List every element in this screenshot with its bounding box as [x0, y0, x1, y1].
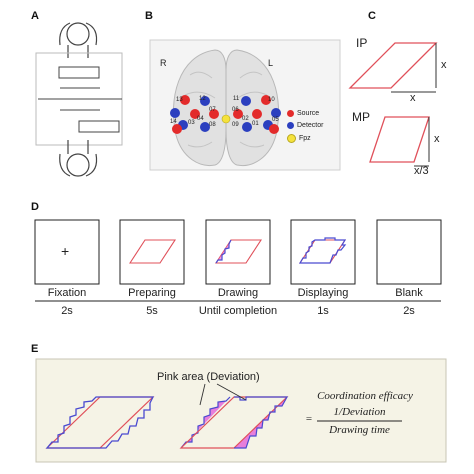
channel-label: 10: [268, 97, 275, 103]
channel-label: 06: [232, 107, 239, 113]
source-optode: [269, 124, 279, 134]
stage-duration-drawing: Until completion: [198, 305, 278, 317]
top-screen: [58, 66, 100, 79]
mp-side-label: x: [434, 133, 440, 145]
pink-area-pointer-left: [199, 383, 206, 406]
stage-name-blank: Blank: [395, 287, 423, 299]
formula-numerator: 1/Deviation: [333, 406, 386, 418]
formula-denominator: Drawing time: [329, 424, 390, 436]
drawn-shape-right: [234, 396, 289, 449]
stage-name-drawing: Drawing: [217, 287, 259, 299]
channel-label: 03: [188, 120, 195, 126]
left-hemisphere: [225, 49, 280, 167]
source-optode: [172, 124, 182, 134]
stage-duration-preparing: 5s: [146, 305, 158, 317]
fixation-cross: +: [61, 243, 70, 259]
blank-screen: [376, 219, 442, 285]
channel-label: 14: [170, 119, 177, 125]
top-participant: [59, 22, 98, 58]
stage-name-displaying: Displaying: [297, 287, 349, 299]
ideal-area-mask: [181, 397, 287, 448]
preparing-target-shape: [128, 239, 177, 264]
channel-label: 08: [209, 122, 216, 128]
channel-label: 12: [199, 96, 206, 102]
drawing-trace: [215, 239, 232, 264]
bottom-participant: [59, 140, 98, 177]
channel-label: 01: [252, 121, 259, 127]
fixation-screen: [34, 219, 100, 285]
displaying-trace: [298, 237, 347, 264]
detector-optode: [200, 96, 210, 106]
mp-label: MP: [352, 110, 370, 124]
panel-label-b: B: [145, 10, 153, 22]
preparing-screen: [119, 219, 185, 285]
ip-bottom-label: x: [410, 92, 416, 104]
source-optode: [233, 109, 243, 119]
pink-area-label: Pink area (Deviation): [157, 371, 260, 383]
source-dot: [287, 110, 294, 117]
displaying-screen: [290, 219, 356, 285]
channel-label: 13: [176, 97, 183, 103]
legend-detector: Detector: [287, 122, 323, 129]
panel-label-d: D: [31, 201, 39, 213]
fpz-dot: [287, 134, 296, 143]
source-optode: [190, 109, 200, 119]
channel-label: 04: [197, 116, 204, 122]
fpz-marker: [221, 114, 231, 124]
source-optode: [209, 109, 219, 119]
source-optode: [180, 95, 190, 105]
brain-right-label: R: [160, 58, 167, 68]
stage-name-fixation: Fixation: [47, 287, 87, 299]
source-optode: [261, 95, 271, 105]
detector-optode: [241, 96, 251, 106]
channel-label: 02: [242, 116, 249, 122]
detector-optode: [170, 108, 180, 118]
deviation-trace-left: [180, 396, 231, 449]
stage-duration-displaying: 1s: [317, 305, 329, 317]
legend-fpz: Fpz: [287, 134, 311, 143]
detector-optode: [242, 122, 252, 132]
pink-area-pointer-right: [216, 383, 247, 401]
bottom-screen: [78, 120, 120, 133]
panel-label-a: A: [31, 10, 39, 22]
panel-label-e: E: [31, 343, 39, 355]
panel-label-c: C: [368, 10, 376, 22]
detector-dot: [287, 122, 294, 129]
brain-gyri: [184, 71, 268, 148]
channel-label: 05: [272, 117, 279, 123]
drawn-shape-left: [45, 396, 155, 449]
ip-side-label: x: [441, 59, 447, 71]
drawing-screen: [205, 219, 271, 285]
formula-equals: =: [305, 413, 313, 425]
stage-name-preparing: Preparing: [128, 287, 176, 299]
right-hemisphere: [172, 49, 227, 167]
ip-label: IP: [356, 36, 368, 50]
brain-left-label: L: [268, 58, 274, 68]
channel-label: 09: [232, 122, 239, 128]
channel-label: 11: [233, 96, 240, 102]
legend-source: Source: [287, 110, 319, 117]
formula-title: Coordination efficacy: [317, 390, 413, 402]
mp-bottom-label: x/3: [414, 165, 429, 177]
channel-label: 07: [209, 107, 216, 113]
stage-duration-blank: 2s: [403, 305, 415, 317]
detector-optode: [271, 108, 281, 118]
stage-duration-fixation: 2s: [61, 305, 73, 317]
source-optode: [252, 109, 262, 119]
detector-optode: [200, 122, 210, 132]
